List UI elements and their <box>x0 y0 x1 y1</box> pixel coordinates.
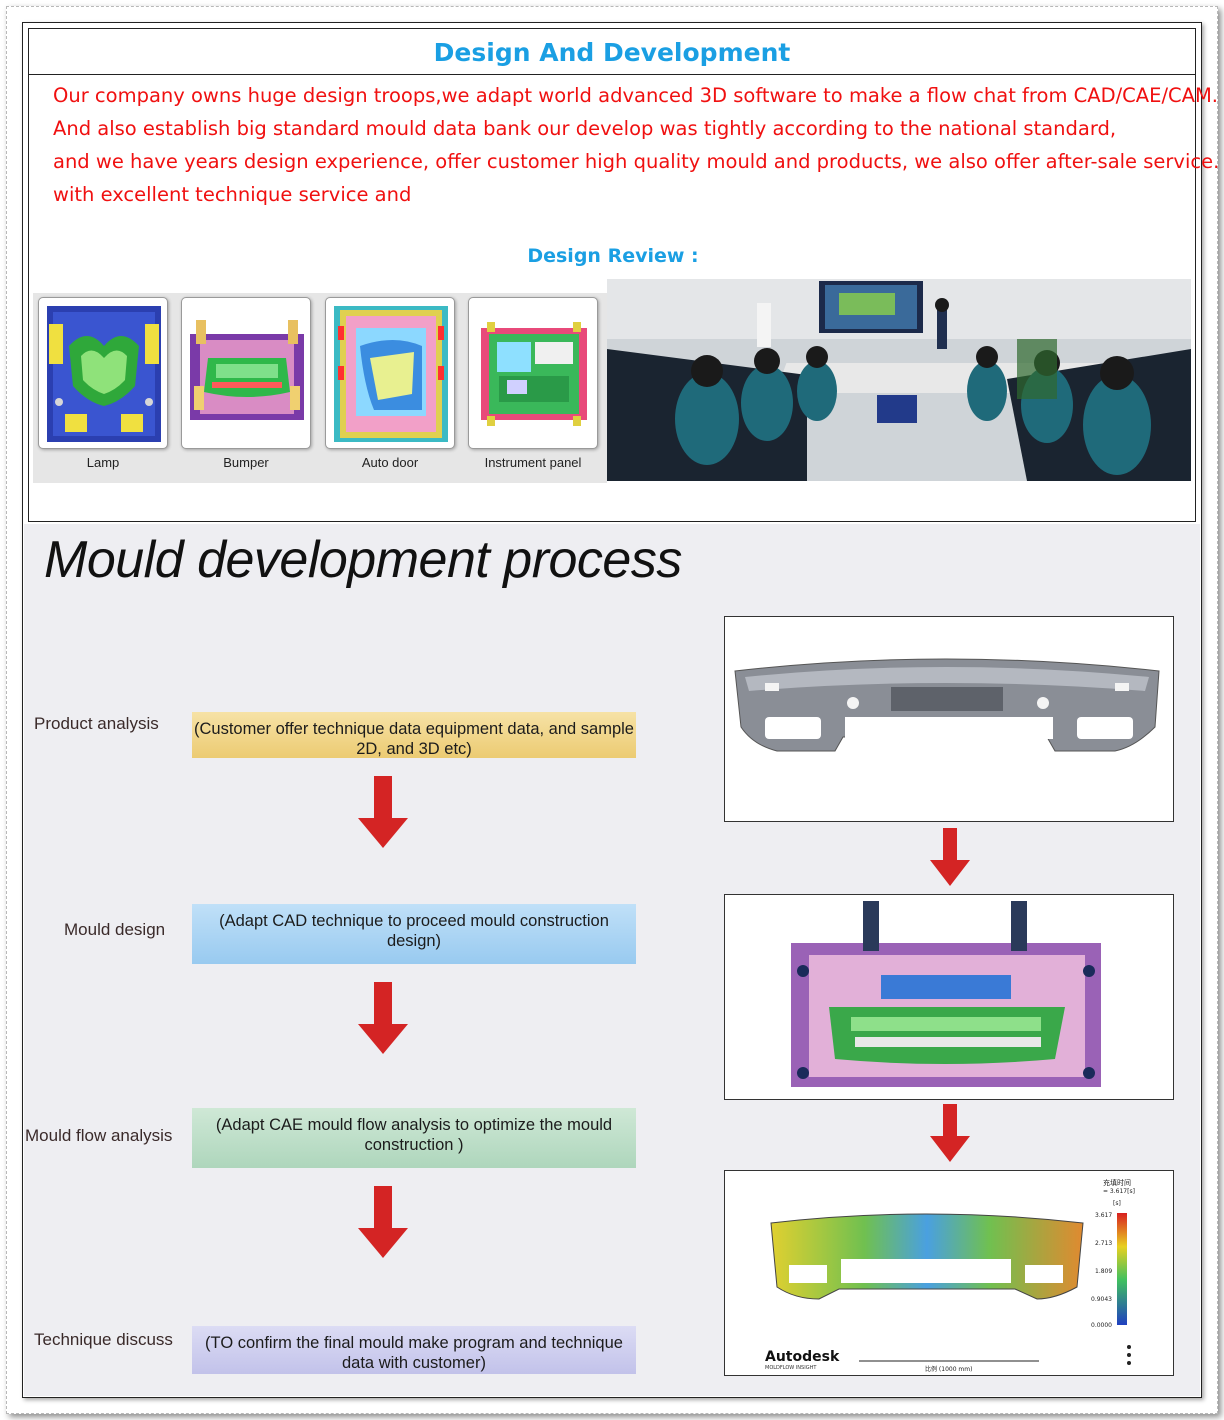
step-box-technique-discuss: (TO confirm the final mould make program… <box>192 1326 636 1374</box>
intro-line: with excellent technique service and <box>53 183 412 206</box>
legend-value: 3.617 <box>1095 1212 1112 1219</box>
intro-line: And also establish big standard mould da… <box>53 117 1117 140</box>
design-title: Design And Development <box>29 29 1195 75</box>
bumper-product-image <box>734 658 1160 752</box>
autodesk-logo: Autodesk <box>765 1349 840 1365</box>
mould-thumbnail-strip: Lamp Bumper Auto door Instrument panel <box>33 293 607 483</box>
auto-door-mould-thumbnail <box>325 297 455 449</box>
bumper-product-panel <box>724 616 1174 822</box>
bumper-mould-thumbnail <box>181 297 311 449</box>
scale-label: 比例 (1000 mm) <box>925 1365 972 1373</box>
intro-line: and we have years design experience, off… <box>53 150 1220 173</box>
intro-line: Our company owns huge design troops,we a… <box>53 84 1219 107</box>
legend-value: 0.0000 <box>1091 1322 1112 1329</box>
design-review-meeting-photo <box>607 279 1191 481</box>
instrument-panel-mould-thumbnail <box>468 297 598 449</box>
lamp-mould-thumbnail <box>38 297 168 449</box>
step-box-product-analysis: (Customer offer technique data equipment… <box>192 712 636 758</box>
thumbnail-label: Instrument panel <box>484 455 582 470</box>
step-label-mould-design: Mould design <box>64 920 166 939</box>
legend-max: = 3.617[s] <box>1103 1188 1135 1195</box>
legend-unit: [s] <box>1113 1200 1121 1207</box>
legend-value: 0.9043 <box>1091 1296 1112 1303</box>
down-arrow-icon <box>930 1104 970 1162</box>
step-box-mould-flow-analysis: (Adapt CAE mould flow analysis to optimi… <box>192 1108 636 1168</box>
step-label-product-analysis: Product analysis <box>34 714 159 733</box>
autodesk-logo-sub: MOLDFLOW INSIGHT <box>765 1365 817 1371</box>
design-review-title: Design Review : <box>527 245 699 267</box>
design-section: Design And Development Our company owns … <box>28 28 1220 522</box>
step-box-mould-design: (Adapt CAD technique to proceed mould co… <box>192 904 636 964</box>
thumbnail-label: Bumper <box>223 455 269 470</box>
thumbnail-label: Lamp <box>86 455 120 470</box>
mould-flow-fill-time-image: 充填时间 = 3.617[s] [s] 3.617 2.713 1.809 0.… <box>765 1178 1135 1373</box>
process-title: Mould development process <box>44 531 682 589</box>
thumbnail-label: Auto door <box>361 455 419 470</box>
step-label-mould-flow-analysis: Mould flow analysis <box>25 1126 173 1145</box>
down-arrow-icon <box>930 828 970 886</box>
legend-title: 充填时间 <box>1103 1178 1131 1187</box>
legend-value: 2.713 <box>1095 1240 1112 1247</box>
bumper-mould-design-image <box>791 901 1101 1087</box>
down-arrow-icon <box>358 776 408 848</box>
intro-paragraph: Our company owns huge design troops,we a… <box>53 79 1220 211</box>
mould-design-panel <box>724 894 1174 1100</box>
legend-value: 1.809 <box>1095 1268 1112 1275</box>
down-arrow-icon <box>358 1186 408 1258</box>
mould-flow-result-panel: 充填时间 = 3.617[s] [s] 3.617 2.713 1.809 0.… <box>724 1170 1174 1376</box>
down-arrow-icon <box>358 982 408 1054</box>
step-label-technique-discuss: Technique discuss <box>34 1330 173 1349</box>
